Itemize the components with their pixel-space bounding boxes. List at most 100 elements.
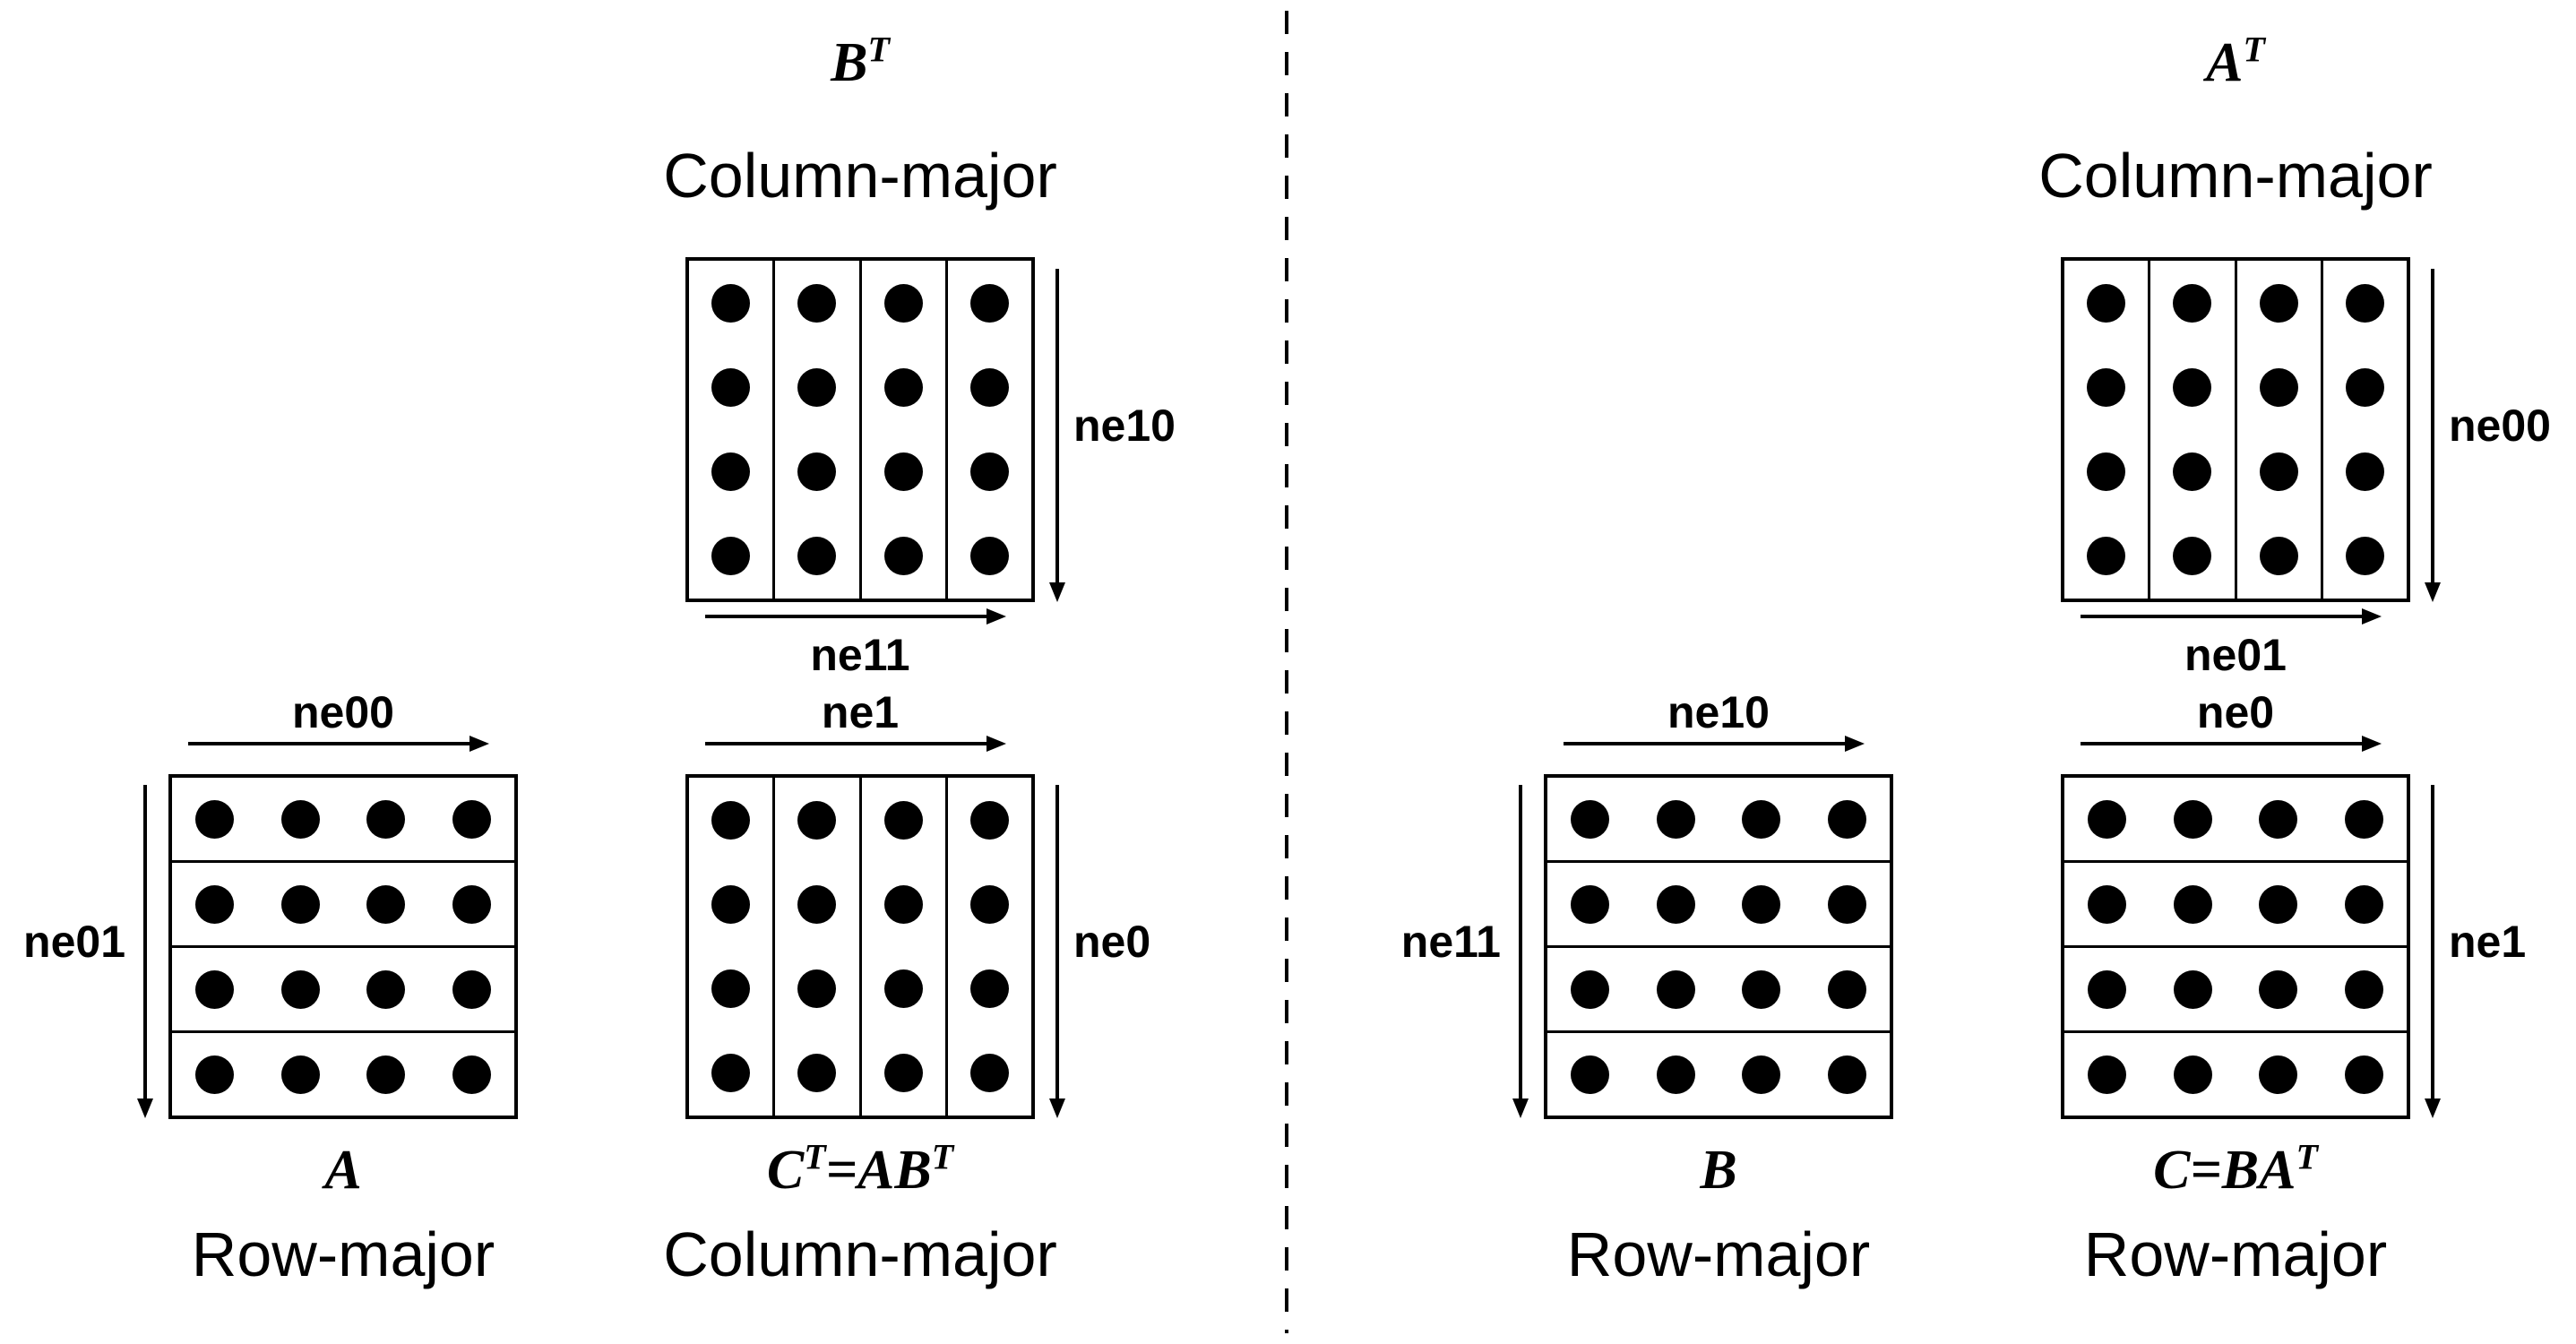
matrix-element-dot [883, 969, 923, 1009]
arrow-shaft [143, 785, 147, 1098]
matrix-element-dot [1742, 799, 1781, 839]
matrix-element-dot [2173, 452, 2212, 492]
axis-label-ne01-bottom: ne01 [2184, 630, 2287, 680]
matrix-element-dot [969, 367, 1009, 407]
matrix-element-dot [2259, 283, 2298, 323]
matrix-element-dot [711, 283, 751, 323]
arrow-shaft [705, 742, 986, 745]
arrow-head [2362, 736, 2382, 752]
matrix-cell [772, 261, 858, 599]
arrow-shaft [1564, 742, 1845, 745]
matrix-element-dot [797, 537, 837, 576]
matrix-element-dot [1742, 1055, 1781, 1094]
matrix-at [2061, 257, 2410, 602]
arrow-shaft [2081, 742, 2362, 745]
matrix-cell [172, 945, 514, 1030]
arrow-head [2362, 608, 2382, 625]
matrix-element-dot [1742, 884, 1781, 924]
arrow-shaft [2431, 785, 2434, 1098]
matrix-element-dot [2173, 1055, 2212, 1094]
matrix-element-dot [711, 367, 751, 407]
matrix-cell [689, 778, 772, 1116]
matrix-element-dot [452, 1055, 491, 1094]
matrix-element-dot [2173, 537, 2212, 576]
matrix-b [1544, 774, 1893, 1119]
matrix-element-dot [452, 799, 491, 839]
matrix-element-dot [2173, 283, 2212, 323]
matrix-element-dot [2173, 969, 2212, 1009]
matrix-element-dot [883, 1054, 923, 1093]
axis-label-ne11-left: ne11 [1400, 917, 1501, 967]
matrix-element-dot [969, 1054, 1009, 1093]
axis-label-ne00-right: ne00 [2449, 401, 2551, 451]
axis-arrow-down-ne11 [1512, 785, 1529, 1118]
matrix-element-dot [1656, 884, 1695, 924]
title-base: A [324, 1140, 362, 1201]
matrix-element-dot [1827, 1055, 1866, 1094]
transpose-superscript: T [2243, 29, 2265, 70]
matrix-element-dot [797, 452, 837, 492]
matrix-cell [172, 1030, 514, 1116]
title-base: C [766, 1140, 805, 1201]
matrix-a [168, 774, 518, 1119]
matrix-cell [858, 261, 945, 599]
matrix-element-dot [969, 884, 1009, 924]
matrix-element-dot [797, 884, 837, 924]
matrix-element-dot [711, 884, 751, 924]
transpose-superscript: T [931, 1136, 954, 1177]
matrix-element-dot [2344, 1055, 2383, 1094]
axis-label-ne0-top: ne0 [2196, 687, 2275, 737]
matrix-element-dot [195, 799, 235, 839]
matrix-element-dot [883, 537, 923, 576]
matrix-element-dot [1571, 884, 1610, 924]
matrix-element-dot [883, 452, 923, 492]
matrix-cell [172, 860, 514, 945]
axis-arrow-down-ne10 [1048, 269, 1066, 602]
matrix-element-dot [2344, 799, 2383, 839]
axis-label-ne01: ne01 [23, 917, 125, 967]
arrow-shaft [2431, 269, 2434, 582]
matrix-ct [685, 774, 1035, 1119]
layout-label-bt: Column-major [663, 141, 1057, 211]
transpose-superscript: T [867, 29, 890, 70]
matrix-element-dot [2259, 799, 2298, 839]
axis-label-ne10-top: ne10 [1667, 687, 1770, 737]
matrix-element-dot [1571, 969, 1610, 1009]
title-base: C=BA [2153, 1140, 2296, 1201]
matrix-element-dot [2173, 367, 2212, 407]
matrix-element-dot [1656, 969, 1695, 1009]
matrix-element-dot [883, 884, 923, 924]
matrix-element-dot [969, 452, 1009, 492]
axis-arrow-down-ne1 [2424, 785, 2442, 1118]
matrix-element-dot [883, 800, 923, 840]
matrix-element-dot [280, 1055, 320, 1094]
arrow-head [1049, 1098, 1065, 1118]
matrix-element-dot [280, 969, 320, 1009]
matrix-element-dot [2345, 283, 2384, 323]
matrix-cell [2064, 261, 2148, 599]
axis-arrow-down-ne00 [2424, 269, 2442, 602]
matrix-element-dot [2087, 452, 2126, 492]
axis-arrow-right-ne10 [1564, 735, 1865, 753]
matrix-element-dot [2088, 884, 2127, 924]
matrix-element-dot [2259, 452, 2298, 492]
matrix-element-dot [1827, 799, 1866, 839]
matrix-element-dot [883, 283, 923, 323]
matrix-title-ct: CT=ABT [596, 1139, 1124, 1201]
matrix-element-dot [366, 1055, 406, 1094]
matrix-element-dot [1571, 1055, 1610, 1094]
matrix-element-dot [280, 799, 320, 839]
layout-label-a: Row-major [191, 1219, 495, 1289]
matrix-element-dot [1827, 884, 1866, 924]
matrix-title-at: AT [1971, 29, 2500, 93]
layout-label-c: Row-major [2083, 1219, 2388, 1289]
title-base: B [1700, 1140, 1737, 1201]
matrix-element-dot [195, 1055, 235, 1094]
arrow-shaft [1055, 269, 1059, 582]
matrix-element-dot [1656, 799, 1695, 839]
matrix-element-dot [711, 800, 751, 840]
matrix-element-dot [2345, 537, 2384, 576]
matrix-element-dot [195, 884, 235, 924]
transpose-superscript: T [2296, 1136, 2318, 1177]
